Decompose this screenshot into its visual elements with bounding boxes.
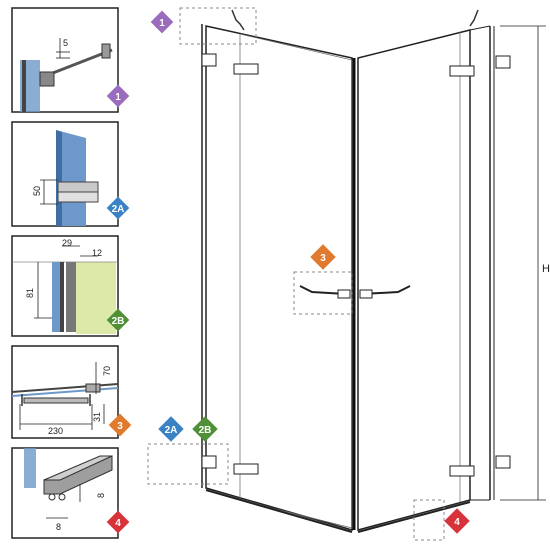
hinge-plate — [57, 191, 99, 203]
dim-label-50: 50 — [32, 186, 42, 196]
hinge-left-top-a — [201, 53, 217, 67]
badge-1-main: 1 — [150, 10, 174, 34]
badge-label: 3 — [117, 421, 123, 432]
badge-1-small: 1 — [106, 84, 130, 108]
detail-panel-4: 8 8 — [11, 447, 119, 539]
dim-label-8-width: 8 — [56, 522, 61, 532]
handle-left-mount — [337, 289, 351, 299]
detail-panel-1: 5 — [11, 7, 119, 113]
badge-diamond — [158, 416, 184, 442]
seal-profile-top — [43, 455, 113, 481]
badge-3-small: 3 — [108, 413, 132, 437]
badge-3-main: 3 — [310, 244, 336, 270]
badge-diamond — [106, 196, 130, 220]
handle-right-mount — [359, 289, 373, 299]
badge-label: 2B — [112, 316, 125, 327]
badge-label: 2B — [199, 425, 212, 436]
callout-box-3 — [293, 271, 353, 315]
detail-panel-2a: 50 — [11, 121, 119, 227]
badge-4-small: 4 — [106, 510, 130, 534]
hinge-left-top-b — [233, 63, 259, 75]
callout-box-1 — [179, 7, 257, 45]
dim-label-12: 12 — [92, 248, 102, 258]
badge-label: 4 — [454, 517, 460, 528]
hinge-right-bottom-a — [449, 465, 475, 477]
badge-2b-small: 2B — [106, 308, 130, 332]
badge-label: 2A — [112, 204, 125, 215]
badge-2a-small: 2A — [106, 196, 130, 220]
dim-label-29: 29 — [62, 238, 72, 248]
badge-2a-main: 2A — [158, 416, 184, 442]
left-door-inner-edge — [239, 33, 353, 529]
handle-bar — [23, 397, 89, 404]
top-bracket-left — [231, 9, 245, 31]
badge-diamond — [106, 510, 130, 534]
seal-lip — [48, 493, 56, 501]
badge-label: 2A — [165, 425, 178, 436]
shower-enclosure: H — [201, 9, 550, 533]
glass-section — [52, 262, 60, 332]
stabilizer-clamp — [39, 71, 55, 87]
hinge-right-top-b — [495, 55, 511, 69]
dim-label-5: 5 — [63, 38, 68, 48]
detail-panel-3: 70 31 230 — [11, 345, 119, 439]
height-label: H — [542, 263, 550, 275]
badge-diamond — [444, 508, 470, 534]
badge-label: 1 — [115, 92, 121, 103]
badge-diamond — [108, 413, 132, 437]
hinge-right-bottom-b — [495, 455, 511, 469]
wall-mount — [101, 43, 111, 59]
hinge-right-top-a — [449, 65, 475, 77]
hinge-left-bottom-b — [233, 463, 259, 475]
callout-box-4 — [413, 499, 445, 541]
badge-label: 3 — [320, 253, 326, 264]
hinge-left-bottom-a — [201, 455, 217, 469]
badge-2b-main: 2B — [192, 416, 218, 442]
glass-pane — [24, 448, 36, 488]
badge-diamond — [192, 416, 218, 442]
right-door — [357, 29, 471, 531]
glass-edge — [56, 130, 62, 226]
hinge-profile — [22, 60, 26, 112]
handle-right — [361, 285, 411, 295]
top-bracket-right — [469, 9, 479, 27]
handle-mount — [85, 383, 101, 393]
badge-diamond — [106, 84, 130, 108]
left-door — [205, 25, 353, 531]
badge-label: 1 — [159, 18, 165, 29]
badge-4-main: 4 — [444, 508, 470, 534]
handle-left — [299, 285, 347, 295]
dim-label-31: 31 — [92, 412, 102, 422]
hinge-plate — [57, 181, 99, 193]
dim-label-70: 70 — [102, 366, 112, 376]
badge-diamond — [106, 308, 130, 332]
seal-lip — [58, 493, 66, 501]
badge-diamond — [310, 244, 336, 270]
detail-panel-2b: 29 12 81 — [11, 235, 119, 337]
profile-section — [60, 262, 64, 332]
bottom-seal-left — [205, 489, 353, 533]
badge-label: 4 — [115, 518, 121, 529]
hinge-section — [66, 262, 76, 332]
dim-label-81: 81 — [25, 288, 35, 298]
dim-label-230: 230 — [48, 426, 63, 436]
dim-label-8-height: 8 — [96, 493, 106, 498]
frame-top — [469, 25, 491, 31]
